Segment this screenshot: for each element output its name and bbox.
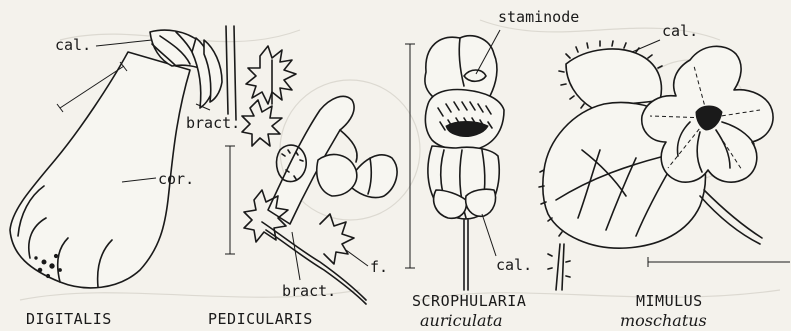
label-bract-digitalis: bract. (186, 114, 240, 132)
label-cal-digitalis: cal. (55, 36, 91, 54)
staminode (464, 70, 486, 81)
label-bract-pedicularis: bract. (282, 282, 336, 300)
scale-bar-scrophularia (405, 44, 415, 268)
scrophularia-drawing (405, 36, 504, 290)
scale-bar-mimulus (648, 257, 790, 267)
name-digitalis: DIGITALIS (26, 310, 112, 328)
name-scrophularia-species: auriculata (420, 311, 503, 330)
label-staminode: staminode (498, 8, 579, 26)
mimulus-drawing (539, 41, 790, 290)
mimulus-pointer (632, 40, 660, 52)
label-cor: cor. (158, 170, 194, 188)
label-cal-mimulus: cal. (662, 22, 698, 40)
name-scrophularia: SCROPHULARIA (412, 292, 526, 310)
label-cal-scrophularia: cal. (496, 256, 532, 274)
scale-bar-pedicularis (225, 146, 235, 254)
name-mimulus-species: moschatus (620, 311, 707, 330)
label-f: f. (370, 258, 388, 276)
name-mimulus: MIMULUS (636, 292, 703, 310)
name-pedicularis: PEDICULARIS (208, 310, 313, 328)
